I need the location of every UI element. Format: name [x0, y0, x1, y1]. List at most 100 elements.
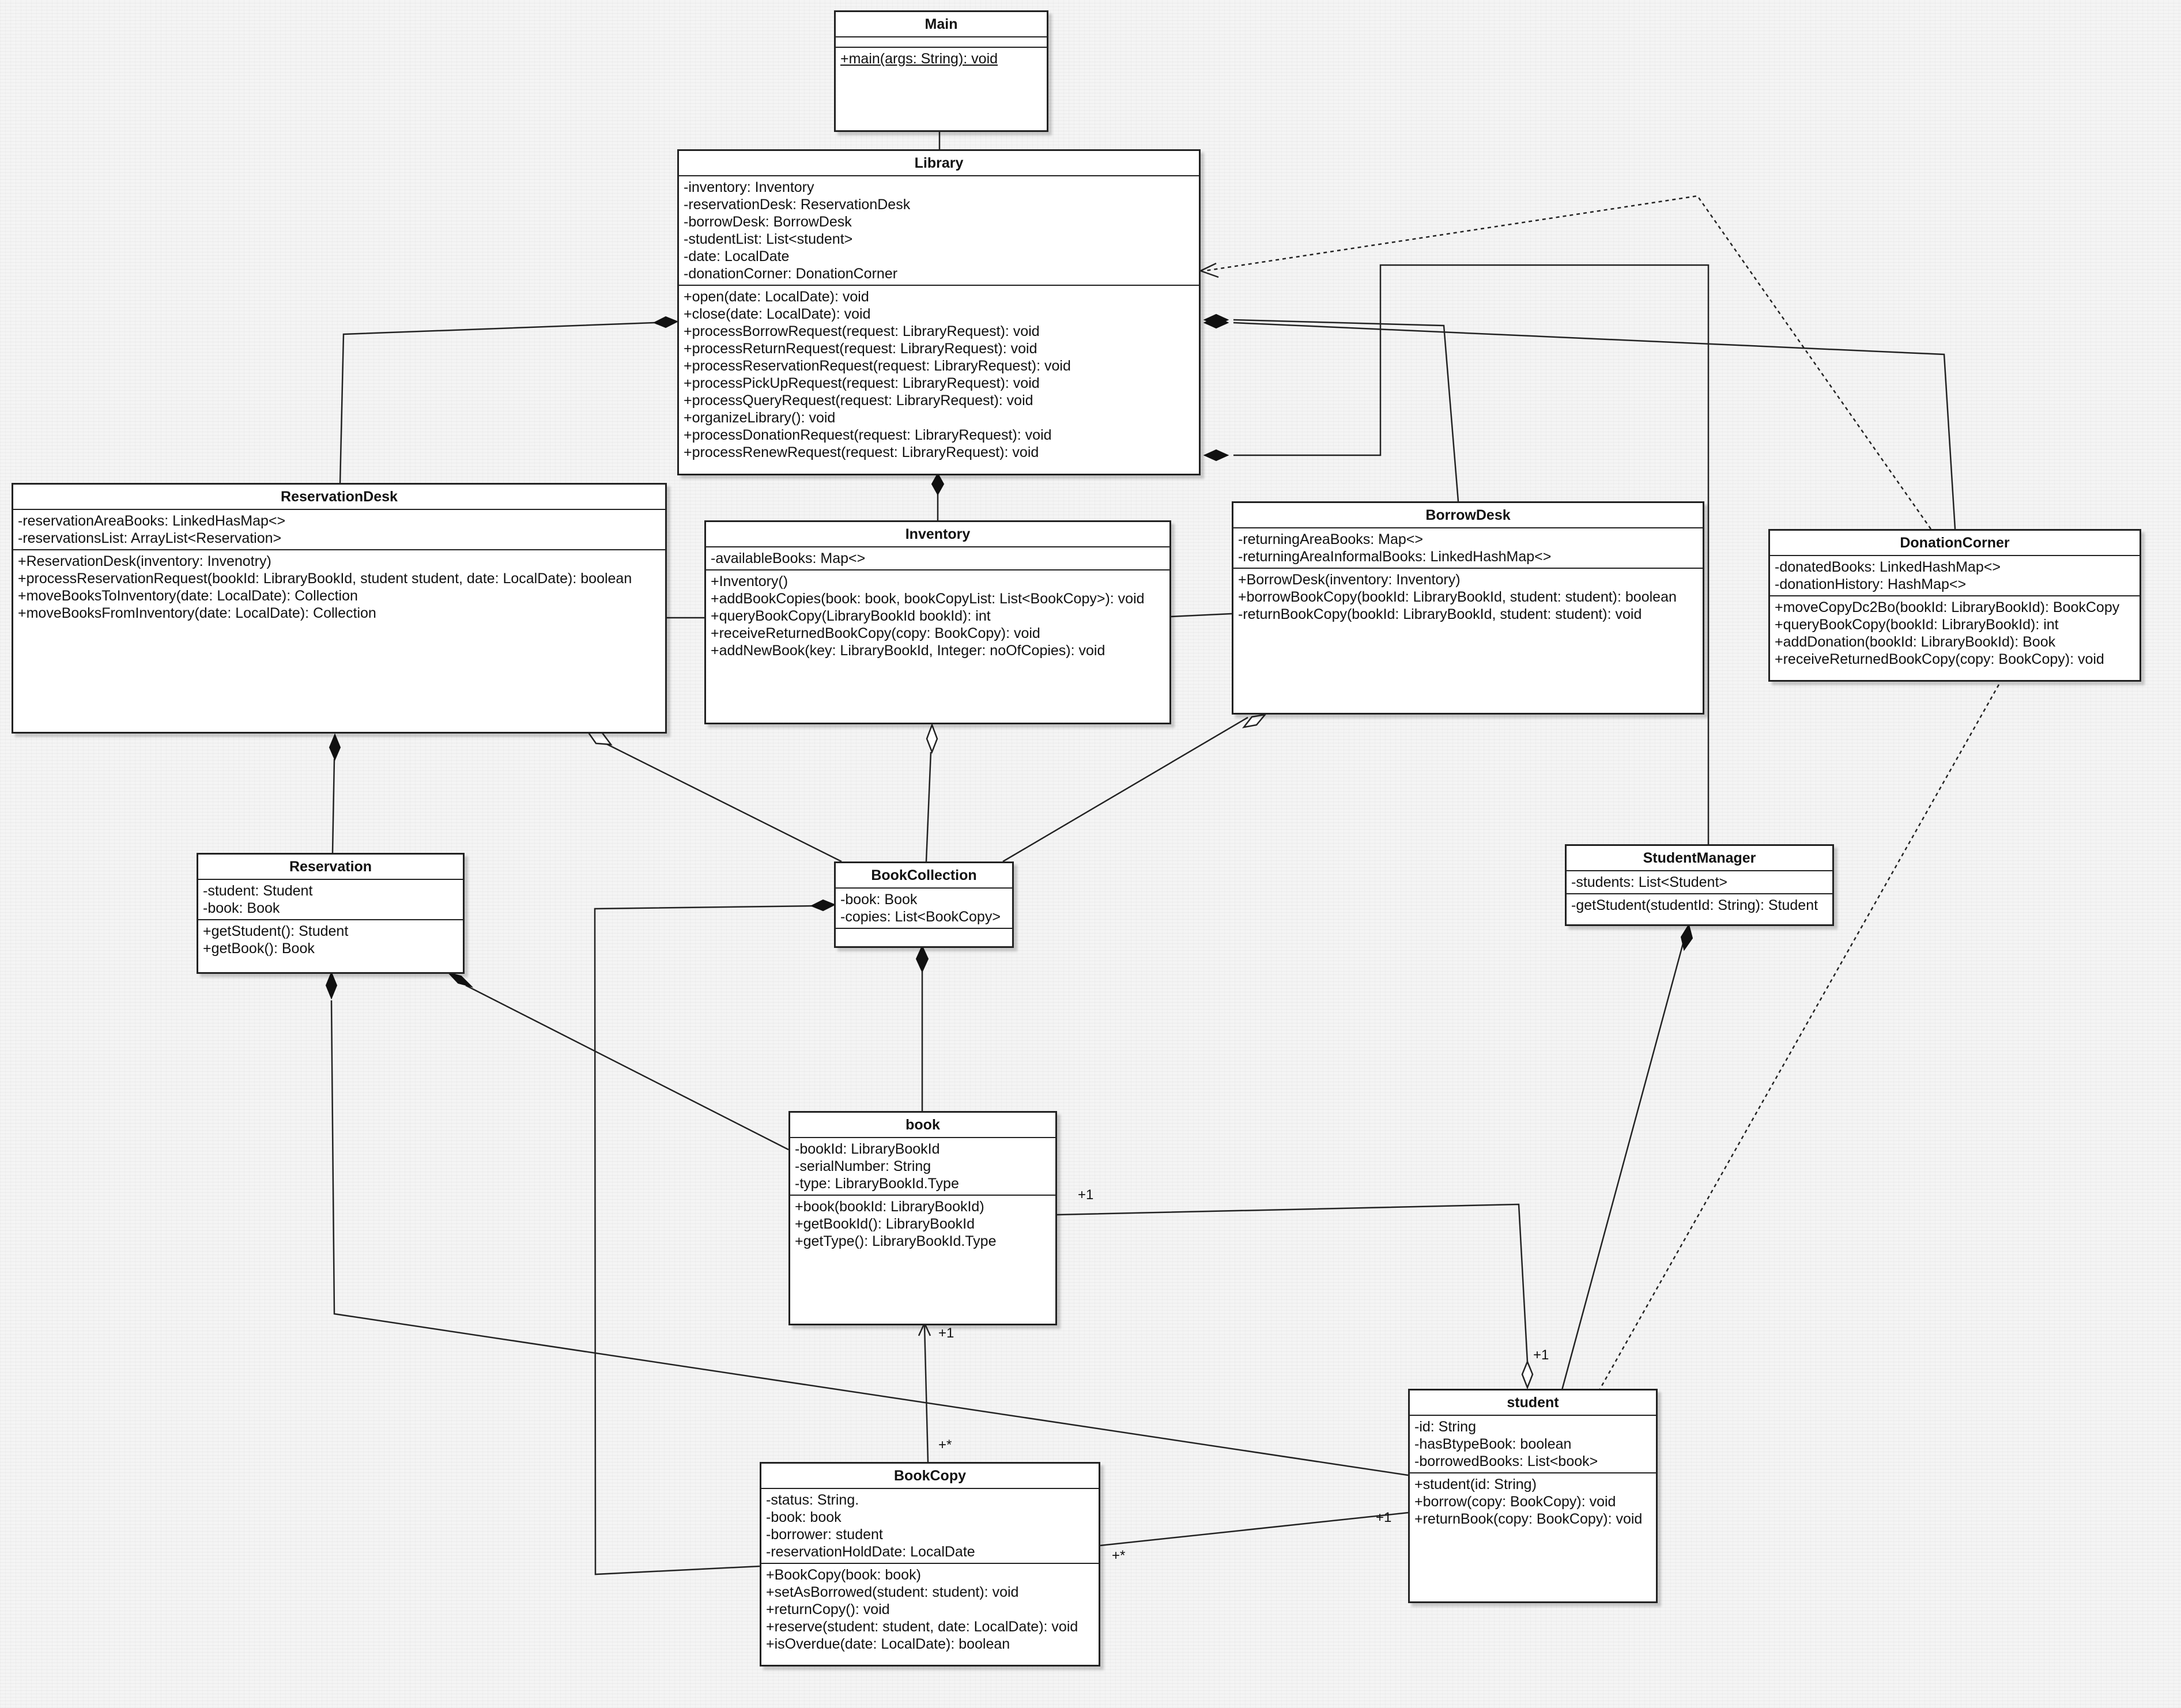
composition-diamond-bookcollection-bookcopy — [810, 899, 836, 912]
attributes-section — [836, 37, 1047, 48]
class-name: StudentManager — [1567, 846, 1832, 871]
attribute: -student: Student — [203, 883, 313, 899]
operation: +getStudent(): Student — [203, 923, 349, 939]
studentmanager-student-composition — [1561, 939, 1685, 1390]
class-student[interactable]: student -id: String -hasBtypeBook: boole… — [1408, 1389, 1658, 1603]
composition-diamond-bookcollection-book — [915, 944, 929, 973]
operations-section: +book(bookId: LibraryBookId) +getBookId(… — [790, 1196, 1055, 1324]
attribute: -students: List<Student> — [1571, 874, 1728, 890]
operation: +returnBook(copy: BookCopy): void — [1414, 1511, 1643, 1527]
operation: +reserve(student: student, date: LocalDa… — [766, 1619, 1078, 1635]
operation: -returnBookCopy(bookId: LibraryBookId, s… — [1238, 606, 1642, 622]
class-bookcollection[interactable]: BookCollection -book: Book -copies: List… — [834, 861, 1014, 948]
class-studentmanager[interactable]: StudentManager -students: List<Student> … — [1565, 844, 1834, 926]
composition-diamond-reservationdesk-reservation — [329, 733, 341, 761]
attribute: -reservationsList: ArrayList<Reservation… — [18, 530, 282, 546]
attributes-section: -students: List<Student> — [1567, 871, 1832, 894]
composition-diamond-library-donationcorner — [1203, 316, 1229, 329]
attribute: -book: Book — [203, 900, 280, 916]
attribute: -status: String. — [766, 1492, 859, 1508]
operation: +getType(): LibraryBookId.Type — [795, 1233, 997, 1249]
operation: +moveCopyDc2Bo(bookId: LibraryBookId): B… — [1775, 599, 2120, 615]
class-name: BorrowDesk — [1233, 503, 1703, 528]
borrowdesk-bookcollection-aggregation — [1002, 716, 1248, 863]
composition-diamond-library-reservationdesk — [652, 316, 679, 328]
attributes-section: -id: String -hasBtypeBook: boolean -borr… — [1410, 1416, 1656, 1473]
class-name: book — [790, 1113, 1055, 1138]
operation: +BorrowDesk(inventory: Inventory) — [1238, 572, 1461, 588]
operation: +processBorrowRequest(request: LibraryRe… — [684, 323, 1040, 339]
operation: +receiveReturnedBookCopy(copy: BookCopy)… — [711, 625, 1040, 641]
attributes-section: -donatedBooks: LinkedHashMap<> -donation… — [1770, 556, 2140, 596]
operation: +organizeLibrary(): void — [684, 410, 836, 426]
class-inventory[interactable]: Inventory -availableBooks: Map<> +Invent… — [704, 520, 1171, 724]
operations-section: +ReservationDesk(inventory: Invenotry) +… — [13, 550, 665, 732]
reservationdesk-bookcollection-aggregation — [605, 742, 842, 863]
attributes-section: -availableBooks: Map<> — [706, 547, 1169, 570]
operation: +addBookCopies(book: book, bookCopyList:… — [711, 591, 1145, 607]
attribute: -reservationDesk: ReservationDesk — [684, 197, 911, 213]
attribute: -borrowedBooks: List<book> — [1414, 1453, 1598, 1469]
operation: +student(id: String) — [1414, 1476, 1537, 1492]
attributes-section: -inventory: Inventory -reservationDesk: … — [679, 176, 1199, 286]
attributes-section: -student: Student -book: Book — [198, 880, 463, 920]
class-book[interactable]: book -bookId: LibraryBookId -serialNumbe… — [788, 1111, 1057, 1325]
operation: +queryBookCopy(LibraryBookId bookId): in… — [711, 608, 991, 624]
attribute: -availableBooks: Map<> — [711, 550, 866, 566]
class-borrowdesk[interactable]: BorrowDesk -returningAreaBooks: Map<> -r… — [1232, 501, 1704, 715]
operation: +returnCopy(): void — [766, 1601, 890, 1618]
operation: +addNewBook(key: LibraryBookId, Integer:… — [711, 643, 1105, 659]
attributes-section: -bookId: LibraryBookId -serialNumber: St… — [790, 1138, 1055, 1196]
book-student-aggregation — [1056, 1203, 1529, 1362]
attribute: -returningAreaInformalBooks: LinkedHashM… — [1238, 549, 1552, 565]
inventory-borrowdesk-link — [1171, 613, 1232, 618]
multiplicity-label: +* — [938, 1437, 952, 1453]
class-donationcorner[interactable]: DonationCorner -donatedBooks: LinkedHash… — [1768, 529, 2141, 682]
attribute: -inventory: Inventory — [684, 179, 814, 195]
operations-section: +student(id: String) +borrow(copy: BookC… — [1410, 1473, 1656, 1601]
operation: +processRenewRequest(request: LibraryReq… — [684, 444, 1039, 460]
operation: +processPickUpRequest(request: LibraryRe… — [684, 375, 1040, 391]
attribute: -studentList: List<student> — [684, 231, 853, 247]
operation: +processReservationRequest(request: Libr… — [684, 358, 1071, 374]
multiplicity-label: +* — [1112, 1548, 1126, 1563]
reservation-student-composition — [330, 1000, 1409, 1476]
attribute: -returningAreaBooks: Map<> — [1238, 531, 1424, 547]
class-bookcopy[interactable]: BookCopy -status: String. -book: book -b… — [760, 1462, 1100, 1667]
student-bookcopy-association — [1100, 1511, 1409, 1547]
attributes-section: -reservationAreaBooks: LinkedHasMap<> -r… — [13, 510, 665, 550]
class-main[interactable]: Main +main(args: String): void — [834, 10, 1048, 132]
composition-diamond-reservation-student — [325, 971, 338, 1000]
library-studentmanager-composition — [1233, 264, 1710, 844]
operation: +moveBooksToInventory(date: LocalDate): … — [18, 588, 358, 604]
operation: -getStudent(studentId: String): Student — [1571, 897, 1818, 913]
attribute: -hasBtypeBook: boolean — [1414, 1436, 1572, 1452]
donationcorner-library-dependency — [1204, 195, 1932, 530]
class-name: ReservationDesk — [13, 485, 665, 510]
attributes-section: -returningAreaBooks: Map<> -returningAre… — [1233, 528, 1703, 569]
operation: +receiveReturnedBookCopy(copy: BookCopy)… — [1775, 651, 2104, 667]
composition-diamond-library-inventory — [931, 472, 945, 496]
operation: +borrowBookCopy(bookId: LibraryBookId, s… — [1238, 589, 1677, 605]
donationcorner-student-dependency — [1598, 684, 2000, 1390]
attribute: -reservationAreaBooks: LinkedHasMap<> — [18, 513, 286, 529]
operation: +borrow(copy: BookCopy): void — [1414, 1494, 1616, 1510]
operations-section: +open(date: LocalDate): void +close(date… — [679, 286, 1199, 474]
class-reservation[interactable]: Reservation -student: Student -book: Boo… — [197, 853, 465, 974]
reservation-book-composition — [465, 984, 789, 1151]
operation: +Inventory() — [711, 573, 788, 590]
aggregation-diamond-inventory — [926, 723, 938, 754]
class-library[interactable]: Library -inventory: Inventory -reservati… — [677, 149, 1201, 475]
attribute: -donationHistory: HashMap<> — [1775, 576, 1967, 592]
library-borrowdesk-composition — [1233, 319, 1459, 502]
multiplicity-label: +1 — [1533, 1347, 1549, 1363]
operation: +setAsBorrowed(student: student): void — [766, 1584, 1019, 1600]
operations-section: +moveCopyDc2Bo(bookId: LibraryBookId): B… — [1770, 596, 2140, 680]
class-name: DonationCorner — [1770, 531, 2140, 556]
class-reservationdesk[interactable]: ReservationDesk -reservationAreaBooks: L… — [12, 483, 667, 734]
attribute: -book: Book — [840, 891, 918, 908]
operation: +ReservationDesk(inventory: Invenotry) — [18, 553, 271, 569]
arrowhead-library — [1198, 262, 1219, 278]
aggregation-diamond-reservationdesk — [586, 731, 613, 746]
